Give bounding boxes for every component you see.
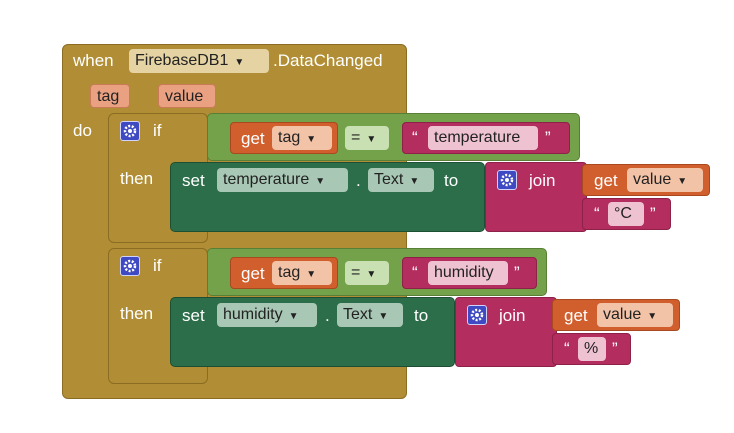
if-label: if [153, 121, 162, 140]
triangle-down-icon: ▼ [409, 176, 420, 187]
param-value-label: value [165, 88, 204, 105]
to-label: to [414, 306, 429, 325]
join-label: join [499, 306, 526, 325]
var-name: tag [278, 129, 301, 146]
param-tag-label: tag [97, 88, 120, 105]
var-name: value [633, 171, 672, 188]
op-dropdown[interactable]: =▼ [345, 126, 389, 150]
triangle-down-icon: ▼ [378, 311, 389, 322]
do-label: do [73, 121, 92, 140]
triangle-down-icon: ▼ [647, 311, 658, 322]
text-value: °C [614, 205, 632, 222]
set-label: set [182, 306, 205, 325]
value-var-dropdown[interactable]: value ▼ [597, 303, 673, 327]
component-dropdown[interactable]: temperature ▼ [217, 168, 348, 192]
close-quote: ” [514, 263, 520, 282]
var-name: value [603, 306, 642, 323]
gear-icon[interactable] [497, 170, 517, 190]
property-value: Text [374, 171, 404, 188]
gear-icon[interactable] [120, 121, 140, 141]
if-label: if [153, 256, 162, 275]
close-quote: ” [612, 339, 618, 358]
then-label: then [120, 304, 154, 323]
text-field[interactable]: temperature [428, 126, 538, 150]
text-field[interactable]: % [578, 337, 606, 361]
triangle-down-icon: ▼ [315, 176, 326, 187]
op-label: = [351, 264, 361, 281]
property-dropdown[interactable]: Text ▼ [337, 303, 403, 327]
property-value: Text [343, 306, 373, 323]
text-value: % [584, 340, 599, 357]
dot-label: . [356, 171, 361, 190]
component-dropdown[interactable]: humidity ▼ [217, 303, 317, 327]
component-name: FirebaseDB1 [135, 52, 229, 69]
open-quote: “ [412, 263, 418, 282]
triangle-down-icon: ▼ [306, 134, 317, 145]
open-quote: “ [564, 339, 570, 358]
when-label: when [73, 51, 114, 70]
close-quote: ” [650, 204, 656, 223]
close-quote: ” [545, 128, 551, 147]
triangle-down-icon: ▼ [306, 269, 317, 280]
get-label: get [241, 129, 265, 148]
component-dropdown[interactable]: FirebaseDB1 ▼ [129, 49, 269, 73]
to-label: to [444, 171, 459, 190]
text-field[interactable]: humidity [428, 261, 508, 285]
component-value: temperature [223, 171, 310, 188]
component-value: humidity [223, 306, 283, 323]
gear-icon[interactable] [120, 256, 140, 276]
tag-var-dropdown[interactable]: tag ▼ [272, 126, 332, 150]
value-var-dropdown[interactable]: value ▼ [627, 168, 703, 192]
triangle-down-icon: ▼ [288, 311, 299, 322]
join-label: join [529, 171, 556, 190]
op-label: = [351, 129, 361, 146]
op-dropdown[interactable]: =▼ [345, 261, 389, 285]
triangle-down-icon: ▼ [366, 134, 377, 145]
text-value: temperature [434, 129, 521, 146]
get-label: get [594, 171, 618, 190]
dot-label: . [325, 306, 330, 325]
get-label: get [241, 264, 265, 283]
gear-icon[interactable] [467, 305, 487, 325]
param-tag[interactable]: tag [90, 84, 130, 108]
text-value: humidity [434, 264, 494, 281]
param-value[interactable]: value [158, 84, 216, 108]
open-quote: “ [594, 204, 600, 223]
var-name: tag [278, 264, 301, 281]
then-label: then [120, 169, 154, 188]
set-label: set [182, 171, 205, 190]
event-name: .DataChanged [273, 51, 383, 70]
open-quote: “ [412, 128, 418, 147]
tag-var-dropdown[interactable]: tag ▼ [272, 261, 332, 285]
triangle-down-icon: ▼ [234, 57, 245, 68]
text-field[interactable]: °C [608, 202, 644, 226]
property-dropdown[interactable]: Text ▼ [368, 168, 434, 192]
triangle-down-icon: ▼ [366, 269, 377, 280]
triangle-down-icon: ▼ [677, 176, 688, 187]
get-label: get [564, 306, 588, 325]
